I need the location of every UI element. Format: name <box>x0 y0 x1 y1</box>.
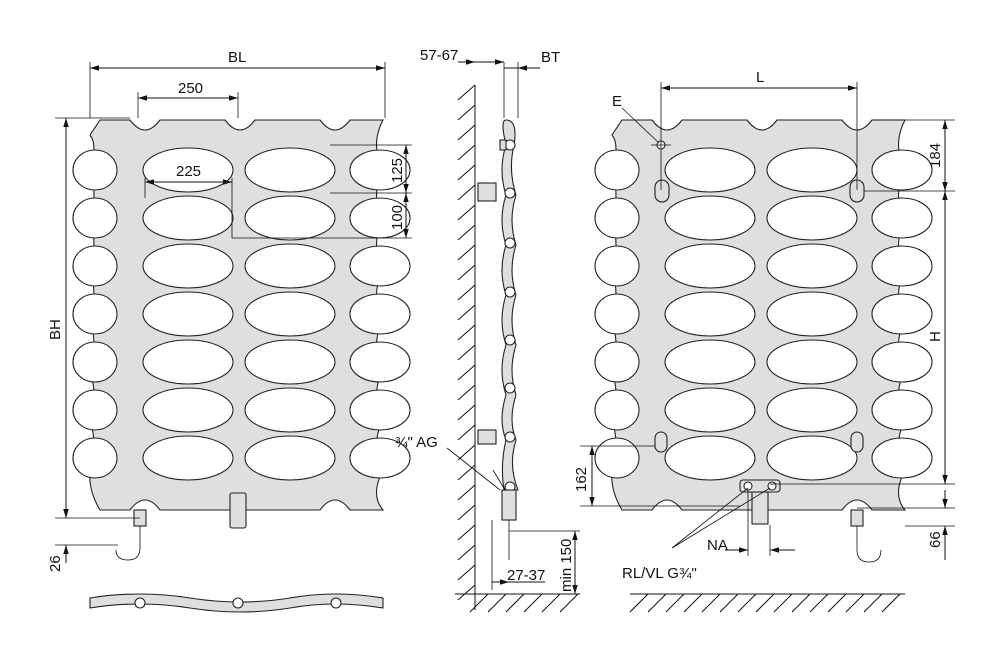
label-na: NA <box>707 537 728 554</box>
ellipse-holes-left <box>72 147 411 481</box>
label-27-37: 27-37 <box>507 567 545 584</box>
side-bolts <box>504 139 516 493</box>
wall-bracket-top <box>477 182 497 202</box>
bracket-bottom-left <box>654 431 668 453</box>
label-bl: BL <box>228 49 246 66</box>
leader-e <box>621 107 660 144</box>
label-h: H <box>927 331 944 342</box>
wall-hatch <box>457 84 579 613</box>
valve-left <box>229 492 247 529</box>
leader-ag <box>446 447 501 491</box>
leader-rl <box>671 487 749 549</box>
label-225: 225 <box>176 163 201 180</box>
radiator-body-right <box>611 119 907 511</box>
valve-right <box>751 491 769 525</box>
label-125: 125 <box>389 158 406 183</box>
wall-bracket-bottom <box>477 429 497 445</box>
label-184: 184 <box>927 143 944 168</box>
radiator-body-left <box>89 119 385 511</box>
label-e: E <box>612 93 622 110</box>
bracket-bottom-right <box>850 431 864 453</box>
label-min150: min 150 <box>558 539 575 592</box>
towel-hook-left <box>115 526 141 561</box>
front-view-left: BL 250 225 125 100 BH 26 <box>47 49 412 613</box>
label-66: 66 <box>927 531 944 548</box>
label-bh: BH <box>47 319 64 340</box>
side-view: 57-67 BT ¾" AG 27-37 min 150 <box>395 47 580 613</box>
label-bt: BT <box>541 49 560 66</box>
ellipse-holes-right <box>594 147 933 481</box>
label-162: 162 <box>573 467 590 492</box>
side-valve <box>501 489 517 521</box>
bracket-top-left <box>654 179 670 203</box>
leader-vl <box>671 487 771 549</box>
label-26: 26 <box>47 555 64 572</box>
label-rl-vl: RL/VL G¾" <box>622 565 697 582</box>
front-view-right: L E 184 H 66 162 NA RL/VL G¾" <box>573 69 955 613</box>
floor-hatch <box>629 593 901 613</box>
label-100: 100 <box>389 205 406 230</box>
label-250: 250 <box>178 80 203 97</box>
label-l: L <box>756 69 764 86</box>
label-ag: ¾" AG <box>395 434 438 451</box>
label-57-67: 57-67 <box>420 47 458 64</box>
towel-hook-right <box>856 526 882 563</box>
